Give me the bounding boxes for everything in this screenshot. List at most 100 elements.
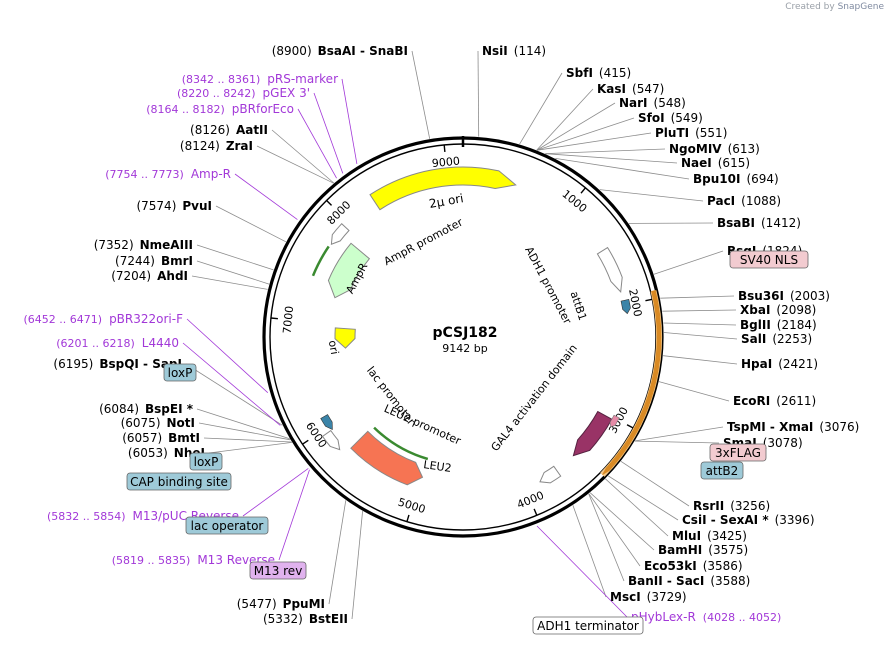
restriction-site-label: BsaBI(1412) [717,216,801,230]
primer-leader [234,173,298,220]
site-leader [599,189,704,202]
site-position: (3256) [730,499,770,513]
site-leader [663,355,738,365]
site-name: XbaI [740,303,770,317]
site-leader [634,440,720,444]
credit-prefix: Created by [785,2,835,12]
site-name: BglII [740,318,771,332]
site-position: (3588) [710,574,750,588]
primer-name: L4440 [142,336,179,350]
site-position: (3076) [819,420,859,434]
site-leader [191,275,268,290]
site-position: (3575) [708,543,748,557]
site-position: (6195) [53,357,93,371]
site-name: BspEI * [145,402,194,416]
sv40-3xflag-marker [609,414,620,428]
site-name: BanII - SacI [628,574,704,588]
site-name: AatII [236,123,268,137]
ampr-arrow [327,242,371,299]
leader-lines [182,50,738,620]
restriction-site-label: BglII(2184) [740,318,817,332]
primer-name: pHybLex-R [631,610,696,624]
feature-box-text: lac operator [191,519,264,533]
kb-tick-mark [406,514,410,522]
feature-box [189,452,223,471]
primer-name: pBRforEco [232,102,294,116]
snapgene-credit: Created by SnapGene [785,2,884,12]
site-leader [196,408,290,440]
site-leader [196,260,270,285]
feature-box-label: loxP [189,452,223,471]
kb-tick-mark [270,317,278,320]
restriction-site-label: Bpu10I(694) [693,172,779,186]
site-name: RsrII [693,499,724,513]
site-position: (3586) [703,559,743,573]
feature-box [532,616,644,635]
leu2-translation [373,426,429,461]
kb-tick-mark [326,199,333,206]
site-name: BspQI - SapI [99,357,182,371]
site-name: Bpu10I [693,172,740,186]
site-name: NmeAIII [140,238,193,252]
site-leader [185,363,283,426]
restriction-site-label: SbfI(415) [566,66,631,80]
site-name: PvuI [182,199,212,213]
leu2-label: LEU2 [423,458,453,475]
restriction-site-label: (6057)BmtI [122,431,200,445]
site-name: SbfI [566,66,593,80]
ori-arrow [334,327,356,349]
primer-label: (8342 .. 8361)pRS-marker [182,72,338,86]
restriction-site-label: (8124)ZraI [180,139,253,153]
site-position: (7574) [136,199,176,213]
site-leader [663,332,738,340]
primer-leader [242,468,309,517]
site-position: (1412) [761,216,801,230]
site-position: (5332) [263,612,303,626]
primer-label: (8220 .. 8242)pGEX 3' [177,86,310,100]
restriction-site-label: (5332)BstEII [263,612,348,626]
credit-brand: SnapGene [837,2,884,12]
site-leader [198,422,291,441]
restriction-site-label: PluTI(551) [655,126,727,140]
site-name: SfoI [638,111,665,125]
restriction-site-label: (6195) BspQI - SapI [53,357,182,371]
primer-range: (8220 .. 8242) [177,87,256,100]
restriction-site-label: (8126)AatII [190,123,268,137]
kb-tick-mark [302,439,309,445]
site-leader [537,132,652,151]
restriction-site-label: (5477)PpuMI [237,597,325,611]
ori-label: ori [326,339,341,355]
restriction-site-label: SalI(2253) [741,332,812,346]
site-leader [328,500,347,605]
gal4-translation [602,290,662,476]
site-leader [215,205,287,243]
site-position: (7244) [115,254,155,268]
primer-name: Amp-R [191,167,231,181]
primer-leader [278,469,310,561]
feature-box-label: 3xFLAG [709,443,767,462]
restriction-site-label: XbaI(2098) [740,303,816,317]
site-leader [662,309,737,312]
primer-range: (5832 .. 5854) [47,510,126,523]
gal4-translation-halo [600,290,662,477]
gal4-arrow [572,410,613,457]
site-position: (1088) [741,194,781,208]
site-name: BsaAI - SnaBI [318,44,408,58]
kb-tick-label: 2000 [626,288,644,318]
restriction-site-label: TspMI - XmaI(3076) [727,420,859,434]
site-name: HpaI [741,357,772,371]
site-position: (548) [654,96,686,110]
restriction-site-label: Eco53kI(3586) [644,559,743,573]
feature-box [163,363,197,382]
restriction-site-label: (7352)NmeAIII [94,238,193,252]
site-name: NarI [619,96,648,110]
site-leader [605,478,669,537]
two-micron-ori-arrow [369,166,517,211]
feature-box [249,561,307,580]
adh1-terminator-arrow [539,465,562,484]
restriction-site-label: Bsu36I(2003) [738,289,830,303]
site-name: NsiI [482,44,508,58]
adh1-promoter-arrow [596,246,623,294]
primer-range: (8342 .. 8361) [182,73,261,86]
kb-tick-mark [443,144,446,152]
